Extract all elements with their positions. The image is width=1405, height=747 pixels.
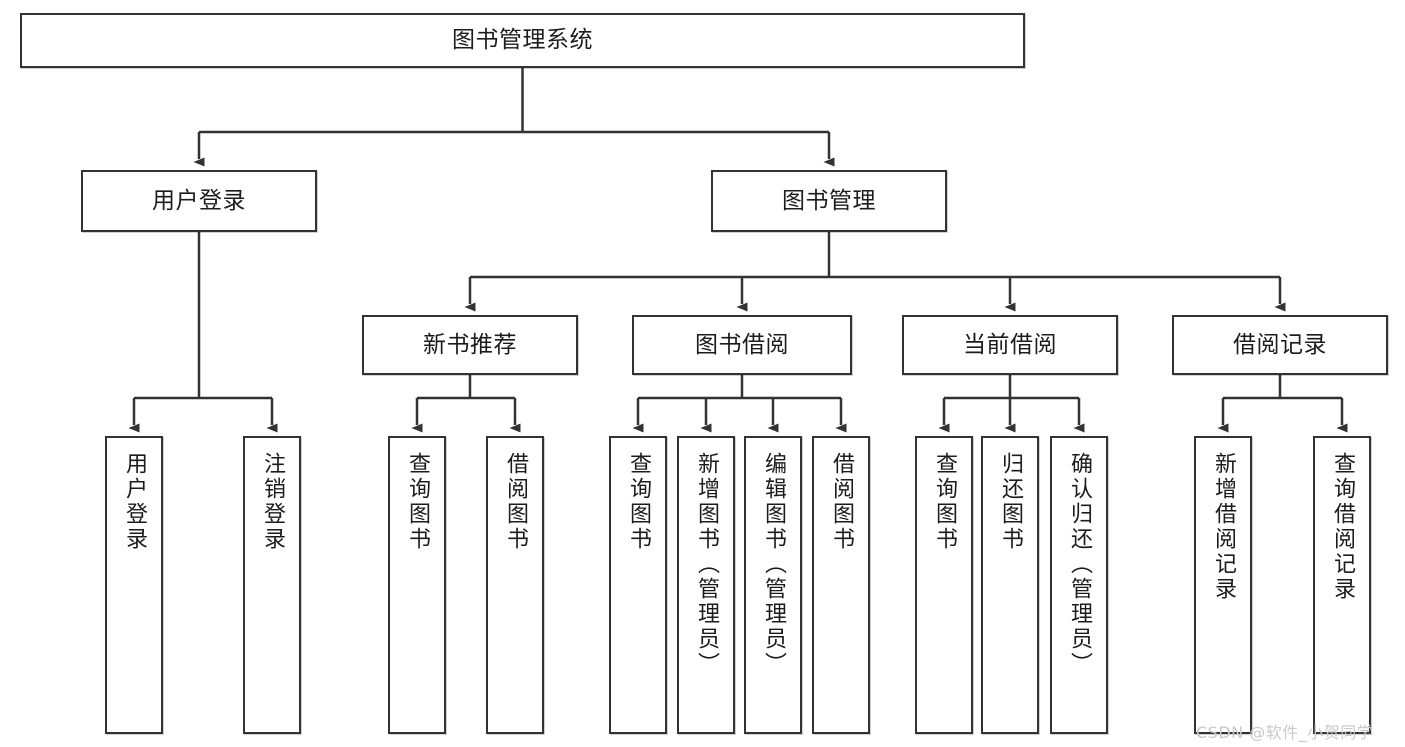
node-leaf-cur-query[interactable]: 查询图书 xyxy=(915,436,973,734)
node-label: 图书管理 xyxy=(782,187,876,214)
node-current-borrow[interactable]: 当前借阅 xyxy=(902,315,1118,375)
node-borrow-record[interactable]: 借阅记录 xyxy=(1172,315,1388,375)
node-label: 借阅图书 xyxy=(503,452,528,552)
node-leaf-cur-return[interactable]: 归还图书 xyxy=(981,436,1039,734)
node-root[interactable]: 图书管理系统 xyxy=(20,13,1025,68)
node-leaf-rec-add[interactable]: 新增借阅记录 xyxy=(1194,436,1252,734)
node-leaf-borrow-do[interactable]: 借阅图书 xyxy=(812,436,870,734)
node-label: 用户登录 xyxy=(122,452,147,552)
node-label: 借阅图书 xyxy=(829,452,854,552)
node-label: 查询图书 xyxy=(405,452,430,552)
node-label: 当前借阅 xyxy=(963,331,1057,358)
node-leaf-user-logout[interactable]: 注销登录 xyxy=(243,436,301,734)
node-label: 归还图书 xyxy=(998,452,1023,552)
node-label: 查询图书 xyxy=(932,452,957,552)
node-leaf-borrow-add[interactable]: 新增图书（管理员） xyxy=(677,436,735,734)
node-label: 注销登录 xyxy=(260,452,285,552)
node-leaf-borrow-query[interactable]: 查询图书 xyxy=(609,436,667,734)
node-user-login[interactable]: 用户登录 xyxy=(81,170,317,232)
node-leaf-rec-borrow[interactable]: 借阅图书 xyxy=(486,436,544,734)
edge-group xyxy=(128,68,1348,433)
node-label: 确认归还（管理员） xyxy=(1067,452,1092,677)
node-label: 用户登录 xyxy=(152,187,246,214)
node-label: 图书借阅 xyxy=(695,331,789,358)
node-label: 新增借阅记录 xyxy=(1211,452,1236,602)
node-book-manage[interactable]: 图书管理 xyxy=(711,170,947,232)
node-label: 查询图书 xyxy=(626,452,651,552)
node-label: 新增图书（管理员） xyxy=(694,452,719,677)
node-leaf-borrow-edit[interactable]: 编辑图书（管理员） xyxy=(744,436,802,734)
node-leaf-rec-query[interactable]: 查询图书 xyxy=(388,436,446,734)
node-label: 借阅记录 xyxy=(1233,331,1327,358)
node-leaf-cur-confirm[interactable]: 确认归还（管理员） xyxy=(1050,436,1108,734)
node-label: 新书推荐 xyxy=(423,331,517,358)
node-new-book-rec[interactable]: 新书推荐 xyxy=(362,315,578,375)
node-book-borrow[interactable]: 图书借阅 xyxy=(632,315,852,375)
node-label: 编辑图书（管理员） xyxy=(761,452,786,677)
node-leaf-user-login[interactable]: 用户登录 xyxy=(105,436,163,734)
node-label: 查询借阅记录 xyxy=(1330,452,1355,602)
node-label: 图书管理系统 xyxy=(452,27,593,54)
node-leaf-rec-query2[interactable]: 查询借阅记录 xyxy=(1313,436,1371,734)
